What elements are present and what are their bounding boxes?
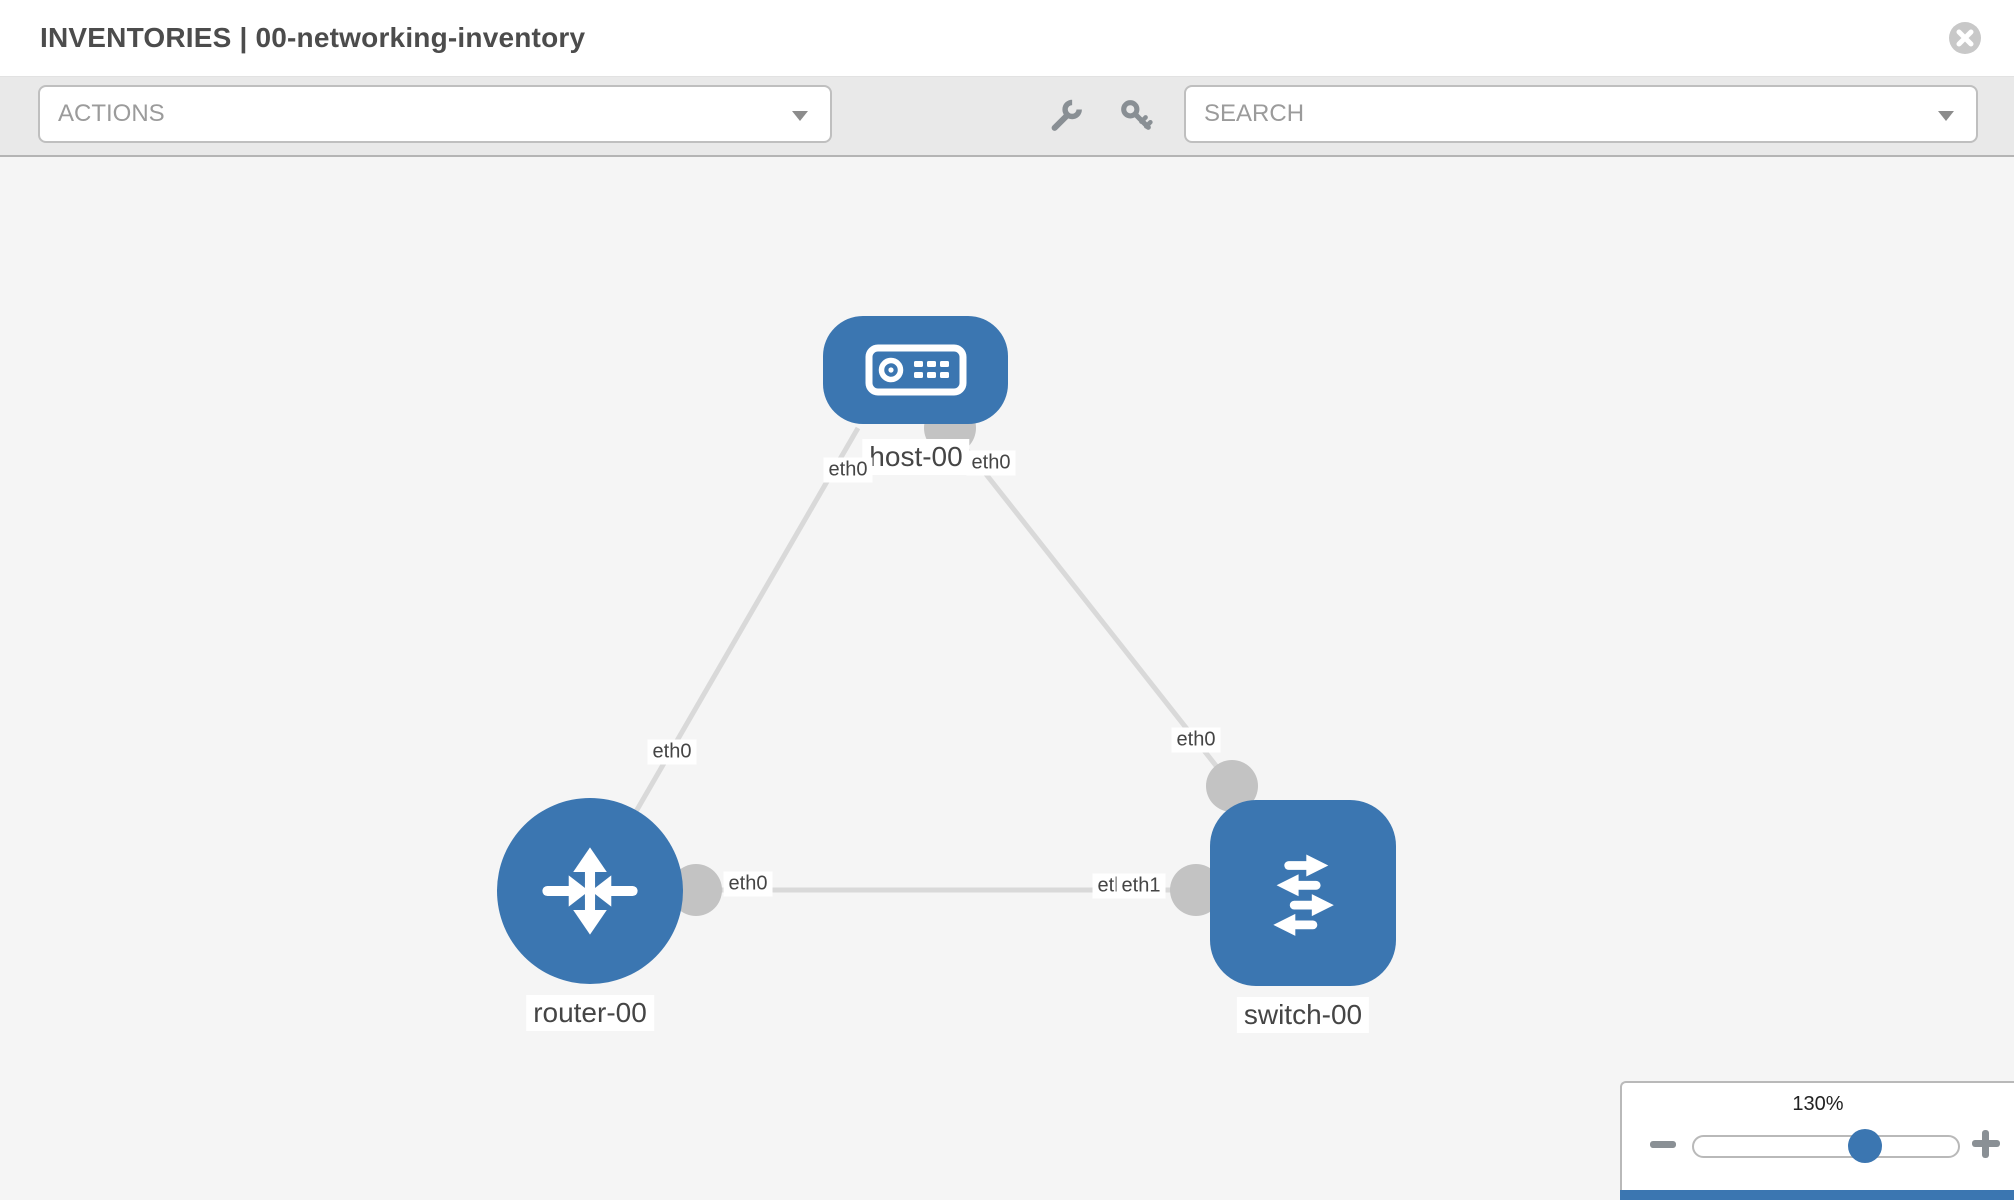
switch-icon	[1273, 854, 1334, 936]
interface-label-router-right: eth0	[723, 871, 773, 897]
zoom-slider-track[interactable]	[1692, 1135, 1960, 1158]
node-label-host: host-00	[862, 439, 970, 475]
node-label-router: router-00	[526, 995, 654, 1031]
minus-icon[interactable]	[1650, 1141, 1676, 1148]
toolbar: ACTIONS SEARCH	[0, 77, 2014, 157]
search-placeholder: SEARCH	[1204, 100, 1305, 127]
interface-label-switch-top: eth0	[1171, 727, 1221, 753]
chevron-down-icon	[792, 111, 808, 121]
close-button[interactable]	[1946, 19, 1984, 57]
interface-label-switch-left: eth1	[1116, 873, 1166, 899]
bottom-blue-bar	[1620, 1190, 2014, 1200]
node-host[interactable]	[823, 316, 1008, 424]
wrench-icon	[1051, 99, 1082, 131]
wrench-button[interactable]	[1048, 97, 1084, 133]
key-button[interactable]	[1118, 97, 1154, 133]
circle-x-icon	[1949, 22, 1981, 54]
interface-circle-switch-top	[1206, 760, 1258, 812]
interface-label-host-router-mid: eth0	[647, 739, 697, 765]
actions-label: ACTIONS	[58, 100, 165, 127]
plus-icon[interactable]	[1972, 1130, 2000, 1158]
actions-dropdown[interactable]: ACTIONS	[38, 85, 832, 143]
key-icon	[1121, 100, 1153, 130]
search-dropdown[interactable]: SEARCH	[1184, 85, 1978, 143]
router-icon	[542, 847, 638, 935]
interface-label-host-right: eth0	[966, 450, 1016, 476]
interface-label-host-left: eth0	[823, 457, 873, 483]
zoom-slider-handle[interactable]	[1848, 1129, 1882, 1163]
node-switch[interactable]	[1210, 800, 1396, 986]
node-router[interactable]	[497, 798, 683, 984]
zoom-level: 130%	[1792, 1093, 1844, 1115]
host-icon	[865, 344, 966, 396]
link-host-switch	[946, 424, 1234, 788]
page-title: INVENTORIES | 00-networking-inventory	[40, 22, 586, 53]
chevron-down-icon	[1938, 111, 1954, 121]
interface-circle-switch-left	[1170, 864, 1222, 916]
zoom-panel: 130%	[1620, 1081, 2014, 1200]
topology-canvas[interactable]: host-00 router-00 switch-00 eth0 eth0 et…	[0, 157, 2014, 1200]
page-header: INVENTORIES | 00-networking-inventory	[0, 0, 2014, 77]
topology-links-layer	[587, 402, 1302, 916]
node-label-switch: switch-00	[1236, 997, 1370, 1033]
interface-circle-router	[670, 864, 722, 916]
